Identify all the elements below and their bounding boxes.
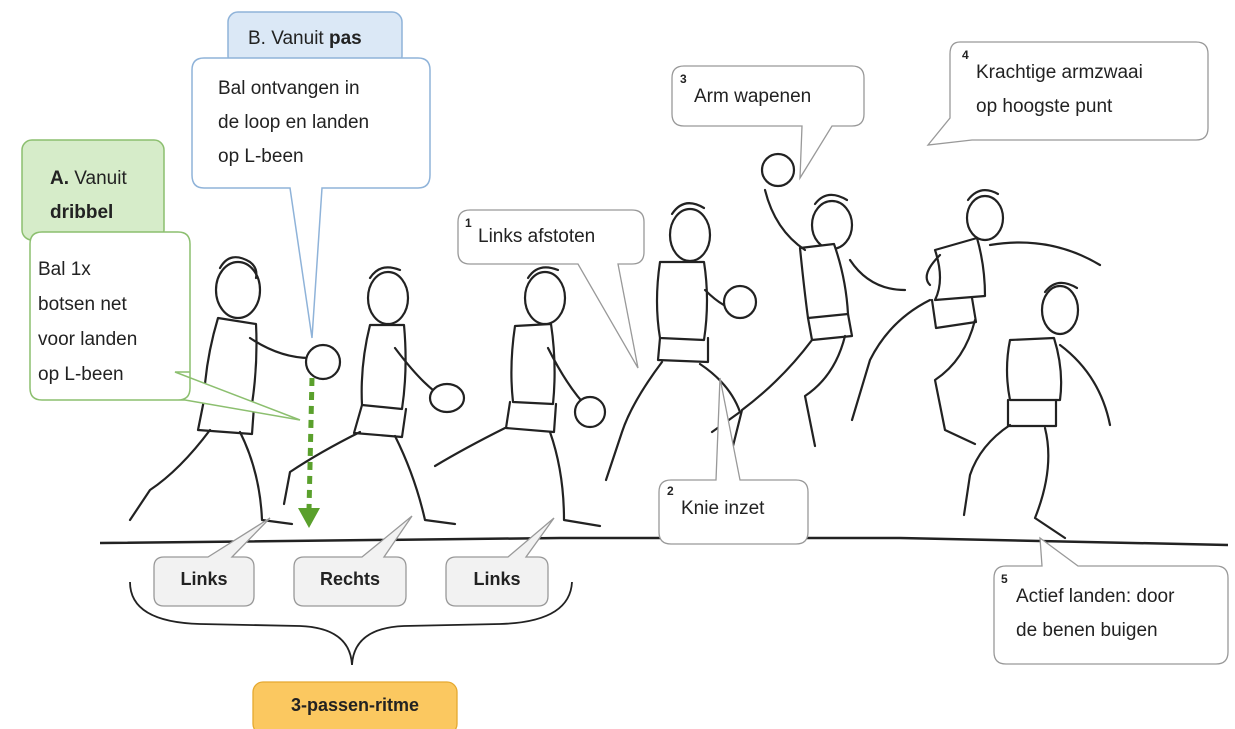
player-figure-7	[962, 281, 1112, 540]
callout-1-bubble	[457, 209, 645, 369]
step-5-number: 5	[1001, 572, 1008, 586]
step-box-1-bubble	[153, 517, 271, 607]
step-label-left-2: Links	[473, 569, 521, 589]
callout-a-body: Bal 1x botsen net voor landen op L-been	[38, 252, 137, 392]
player-figure-3	[433, 266, 607, 528]
step-label-left-1: Links	[180, 569, 228, 589]
step-2-text: Knie inzet	[681, 498, 765, 519]
callout-a-title: A. Vanuit dribbel	[50, 162, 127, 230]
step-3-text: Arm wapenen	[694, 86, 812, 107]
step-5-line-1: Actief landen: door	[1016, 586, 1175, 607]
step-box-3-bubble	[445, 517, 555, 607]
callout-a-line-2: botsen net	[38, 294, 127, 315]
step-4-line-1: Krachtige armzwaai	[976, 62, 1143, 83]
player-figure-6	[850, 189, 1102, 446]
callout-b-bubble	[191, 57, 431, 339]
step-label-right: Rechts	[319, 569, 381, 589]
callout-a-title-pre: A.	[50, 168, 69, 189]
rhythm-box	[252, 681, 458, 729]
step-3-number: 3	[680, 72, 687, 86]
curly-brace	[129, 581, 573, 666]
dashed-arrow-head	[298, 508, 320, 528]
callout-b-title-bold: pas	[328, 28, 362, 49]
callout-a-bubble	[29, 231, 301, 421]
rhythm-label: 3-passen-ritme	[290, 695, 420, 715]
callout-4-bubble	[926, 41, 1209, 146]
callout-b-title: B. Vanuit pas	[248, 24, 362, 53]
player-figure-2	[282, 266, 466, 526]
step-4-number: 4	[962, 48, 969, 62]
callout-2-bubble	[658, 377, 809, 545]
callout-b-title-pre: B. Vanuit	[248, 28, 329, 49]
callout-a-title-mid: Vanuit	[69, 168, 127, 189]
callout-b-line-2: de loop en landen	[218, 112, 370, 133]
callout-3-bubble	[671, 65, 865, 181]
callout-a-line-1: Bal 1x	[38, 259, 91, 280]
step-4-text: Krachtige armzwaai op hoogste punt	[976, 56, 1143, 124]
callout-b-body: Bal ontvangen in de loop en landen op L-…	[218, 72, 369, 174]
callout-a-line-4: op L-been	[38, 364, 124, 385]
player-figure-1	[128, 256, 342, 526]
callout-b-line-1: Bal ontvangen in	[218, 78, 360, 99]
callout-a-line-3: voor landen	[38, 329, 138, 350]
step-1-number: 1	[465, 216, 472, 230]
step-1-text: Links afstoten	[478, 226, 596, 247]
step-5-line-2: de benen buigen	[1016, 620, 1158, 641]
step-5-text: Actief landen: door de benen buigen	[1016, 580, 1174, 648]
step-4-line-2: op hoogste punt	[976, 96, 1113, 117]
step-box-2-bubble	[293, 515, 413, 607]
player-figure-5	[730, 152, 907, 452]
callout-a-title-bold: dribbel	[50, 202, 114, 223]
callout-b-line-3: op L-been	[218, 146, 304, 167]
player-figure-4	[604, 202, 758, 482]
callout-5-bubble	[993, 536, 1229, 665]
dashed-arrow-line	[306, 377, 315, 511]
step-2-number: 2	[667, 484, 674, 498]
